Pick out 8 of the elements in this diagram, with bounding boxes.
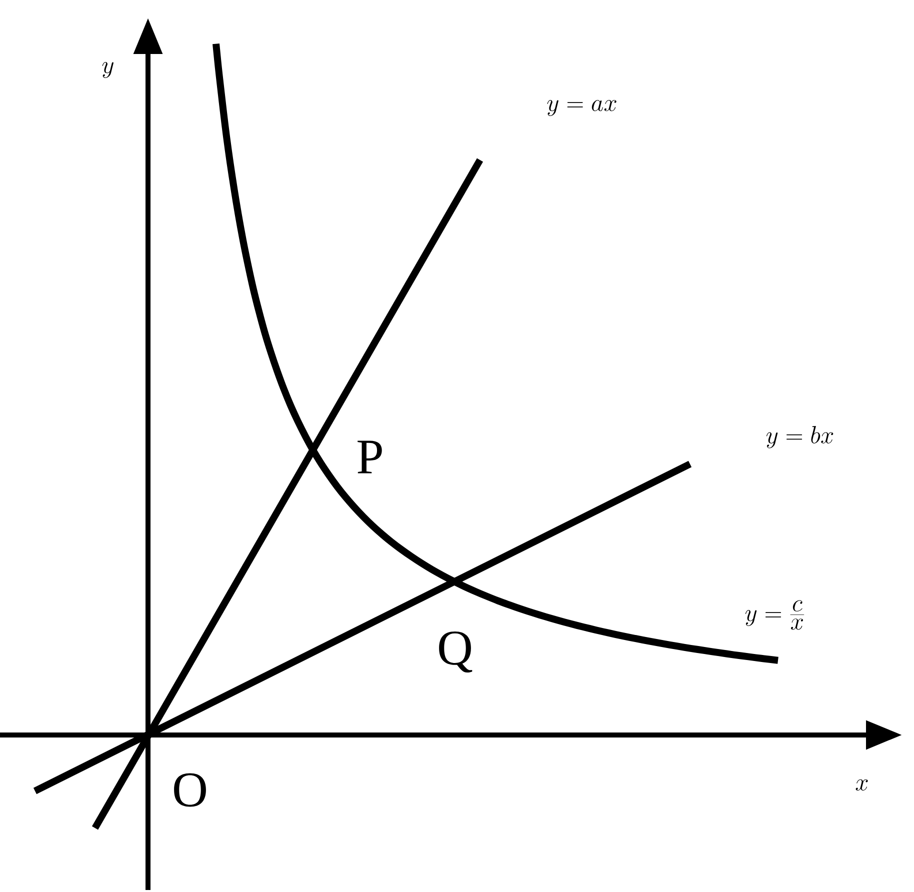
origin-label: O xyxy=(174,773,206,807)
curve-label: $y=\frac{c}{x}$ xyxy=(745,600,804,630)
line-label: $y=bx$ xyxy=(766,426,834,448)
axis-label: $y$ xyxy=(102,62,114,78)
line-label: $y=ax$ xyxy=(547,100,616,116)
point-label: P xyxy=(358,440,382,474)
axis-label: $x$ xyxy=(856,779,868,791)
point-label: Q xyxy=(439,631,472,673)
